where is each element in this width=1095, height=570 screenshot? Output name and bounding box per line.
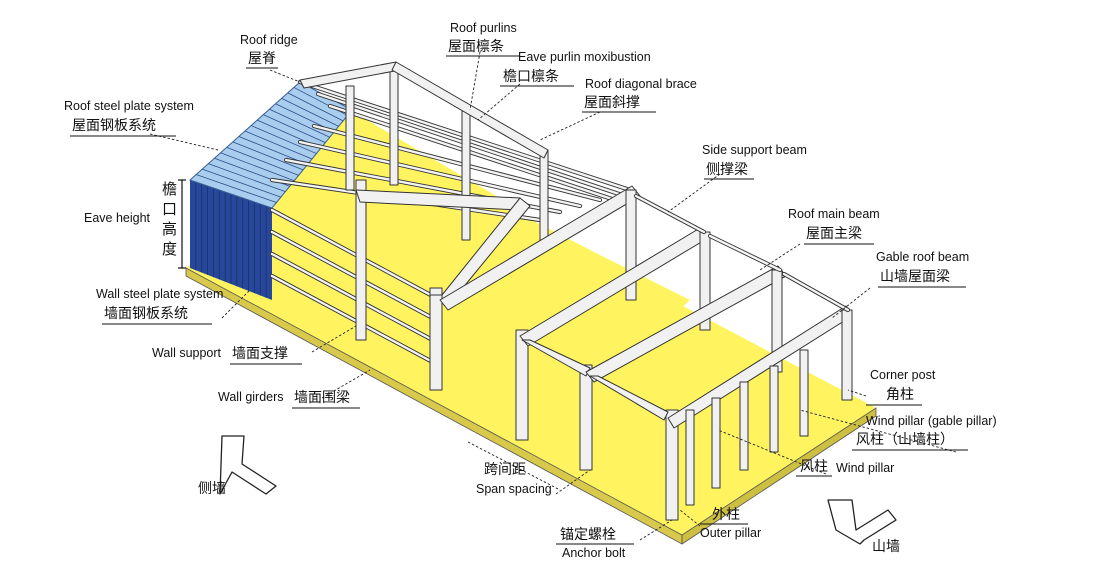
- side-wall-arrow-icon: [219, 435, 277, 495]
- gable-roof-beam-zh: 山墙屋面梁: [880, 269, 950, 285]
- wall-girders-en: Wall girders: [218, 390, 284, 404]
- wind-pillar-en: Wind pillar: [836, 461, 894, 475]
- label-roof-main-beam: Roof main beam 屋面主梁: [788, 207, 880, 245]
- outer-pillar-zh: 外柱: [712, 507, 740, 523]
- leader-lines: [149, 51, 957, 541]
- gable-frame: [667, 305, 853, 506]
- label-roof-diagonal-brace: Roof diagonal brace 屋面斜撑: [582, 77, 697, 113]
- outer-pillar-en: Outer pillar: [700, 526, 761, 540]
- roof-purlins-zh: 屋面檩条: [448, 38, 504, 55]
- wind-pillar-gable-en: Wind pillar (gable pillar): [866, 414, 997, 428]
- label-corner-post: Corner post 角柱: [866, 368, 936, 406]
- eave-height-en: Eave height: [84, 211, 151, 225]
- side-wall-zh: 侧墙: [198, 481, 226, 497]
- side-support-beam-zh: 侧撑梁: [706, 162, 748, 178]
- anchor-bolt-zh: 锚定螺栓: [560, 527, 616, 543]
- eave-height-zh-3: 高: [162, 220, 177, 238]
- roof-main-beam-en: Roof main beam: [788, 207, 880, 221]
- floor-edge-side: [681, 407, 877, 545]
- wall-support-en: Wall support: [152, 346, 222, 360]
- roof-purlins: [269, 79, 633, 223]
- roof-purlins-en: Roof purlins: [450, 21, 517, 35]
- wall-plate-ribs: [195, 182, 267, 298]
- label-span-spacing: 跨间距 Span spacing: [476, 462, 552, 496]
- label-gable-roof-beam: Gable roof beam 山墙屋面梁: [876, 250, 969, 288]
- label-wind-pillar-gable: Wind pillar (gable pillar) 风柱（山墙柱）: [852, 414, 997, 451]
- roof-steel-plate: [189, 81, 353, 209]
- gable-wall-arrow-icon: [827, 499, 897, 545]
- roof-diagonal-brace-zh: 屋面斜撑: [584, 95, 640, 111]
- label-anchor-bolt: 锚定螺栓 Anchor bolt: [556, 527, 634, 560]
- label-gable-wall: 山墙: [872, 539, 900, 555]
- anchor-bolt-en: Anchor bolt: [562, 546, 626, 560]
- label-roof-steel-plate: Roof steel plate system 屋面钢板系统: [64, 99, 194, 137]
- label-side-support-beam: Side support beam 侧撑梁: [702, 143, 807, 180]
- label-wall-girders: Wall girders 墙面围梁: [218, 390, 360, 409]
- label-side-wall: 侧墙: [198, 481, 226, 497]
- bay-wall-1: [440, 215, 600, 340]
- side-support-beam-en: Side support beam: [702, 143, 807, 157]
- wall-steel-plate-zh: 墙面钢板系统: [104, 306, 188, 322]
- span-spacing-zh: 跨间距: [484, 462, 526, 478]
- wall-steel-plate: [190, 180, 272, 300]
- wall-girders-zh: 墙面围梁: [294, 390, 350, 406]
- portal-frame-3: [519, 227, 711, 471]
- roof-ridge-zh: 屋脊: [248, 51, 276, 67]
- wall-support-zh: 墙面支撑: [232, 346, 288, 362]
- eave-purlin-en: Eave purlin moxibustion: [518, 50, 651, 64]
- eave-height-zh-1: 檐: [162, 180, 177, 198]
- wind-pillar-gable-zh: 风柱（山墙柱）: [856, 432, 954, 448]
- label-wind-pillar: 风柱 Wind pillar: [796, 459, 894, 477]
- corner-post-zh: 角柱: [886, 387, 914, 403]
- label-roof-purlins: Roof purlins 屋面檩条: [446, 21, 520, 57]
- roof-steel-plate-en: Roof steel plate system: [64, 99, 194, 113]
- label-outer-pillar: 外柱 Outer pillar: [700, 507, 761, 540]
- roof-main-beam-zh: 屋面主梁: [806, 226, 862, 242]
- label-wall-steel-plate: Wall steel plate system 墙面钢板系统: [96, 287, 223, 325]
- wind-pillar-zh: 风柱: [800, 459, 828, 475]
- label-eave-height: Eave height 檐 口 高 度: [84, 180, 177, 258]
- eave-purlin-zh: 檐口檩条: [503, 68, 559, 85]
- roof-plate-ribs: [195, 87, 348, 203]
- roof-steel-plate-zh: 屋面钢板系统: [72, 118, 156, 134]
- bay-wall-2: [520, 255, 690, 385]
- gable-wall-zh: 山墙: [872, 539, 900, 555]
- span-spacing-en: Span spacing: [476, 482, 552, 496]
- label-eave-purlin: Eave purlin moxibustion 檐口檩条: [500, 50, 651, 87]
- eave-height-zh-4: 度: [162, 240, 177, 258]
- roof-ridge-en: Roof ridge: [240, 33, 298, 47]
- eave-height-dimension: [178, 179, 186, 269]
- gable-roof-beam-en: Gable roof beam: [876, 250, 969, 264]
- eave-height-zh-2: 口: [162, 200, 177, 218]
- roof-diagonal-brace-en: Roof diagonal brace: [585, 77, 697, 91]
- label-roof-ridge: Roof ridge 屋脊: [240, 33, 298, 69]
- corner-post-en: Corner post: [870, 368, 936, 382]
- label-wall-support: Wall support 墙面支撑: [152, 346, 302, 365]
- wall-steel-plate-en: Wall steel plate system: [96, 287, 223, 301]
